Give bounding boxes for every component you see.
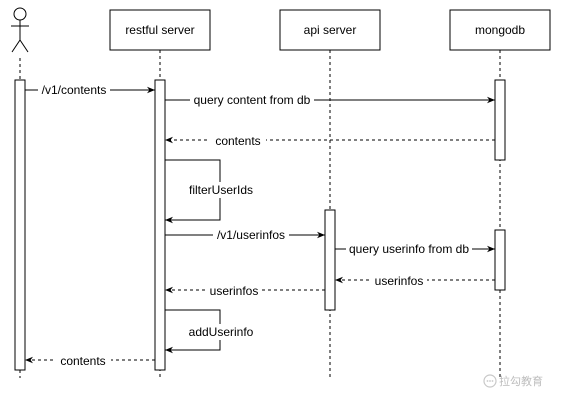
activation-mongodb-2 xyxy=(494,229,506,291)
message-userinfos-return-mongo: userinfos xyxy=(335,273,495,289)
message-add-userinfo: addUserinfo xyxy=(165,309,255,354)
message-label: filterUserIds xyxy=(189,183,253,197)
message-query-content: query content from db xyxy=(165,92,495,108)
activation-user xyxy=(14,79,26,371)
stick-figure-icon xyxy=(11,7,29,53)
message-label: query userinfo from db xyxy=(349,242,469,256)
message-label: /v1/contents xyxy=(42,83,107,97)
message-label: userinfos xyxy=(210,284,259,298)
message-label: contents xyxy=(215,134,260,148)
participant-label: api server xyxy=(304,23,357,37)
message-label: /v1/userinfos xyxy=(217,228,285,242)
message-userinfos-return-api: userinfos xyxy=(165,283,325,299)
message-v1-userinfos: /v1/userinfos xyxy=(165,227,325,243)
activation-mongodb-1 xyxy=(494,79,506,161)
chat-bubble-icon xyxy=(483,374,497,388)
actor-user xyxy=(11,7,29,53)
message-query-userinfo: query userinfo from db xyxy=(335,241,495,257)
participant-label: mongodb xyxy=(475,23,525,37)
message-filter-user-ids: filterUserIds xyxy=(165,159,256,224)
watermark: 拉勾教育 xyxy=(483,374,543,388)
participant-restful-server: restful server xyxy=(109,9,211,51)
message-label: userinfos xyxy=(375,274,424,288)
activation-api-server xyxy=(324,209,336,311)
participant-label: restful server xyxy=(125,23,194,37)
message-contents-return: contents xyxy=(165,133,495,149)
message-contents-to-user: contents xyxy=(25,353,155,369)
message-label: contents xyxy=(60,354,105,368)
message-label: query content from db xyxy=(194,93,311,107)
message-label: addUserinfo xyxy=(189,325,254,339)
activation-restful-server xyxy=(154,79,166,371)
watermark-text: 拉勾教育 xyxy=(499,374,543,388)
participant-api-server: api server xyxy=(279,9,381,51)
message-v1-contents: /v1/contents xyxy=(25,82,155,98)
participant-mongodb: mongodb xyxy=(449,9,551,51)
